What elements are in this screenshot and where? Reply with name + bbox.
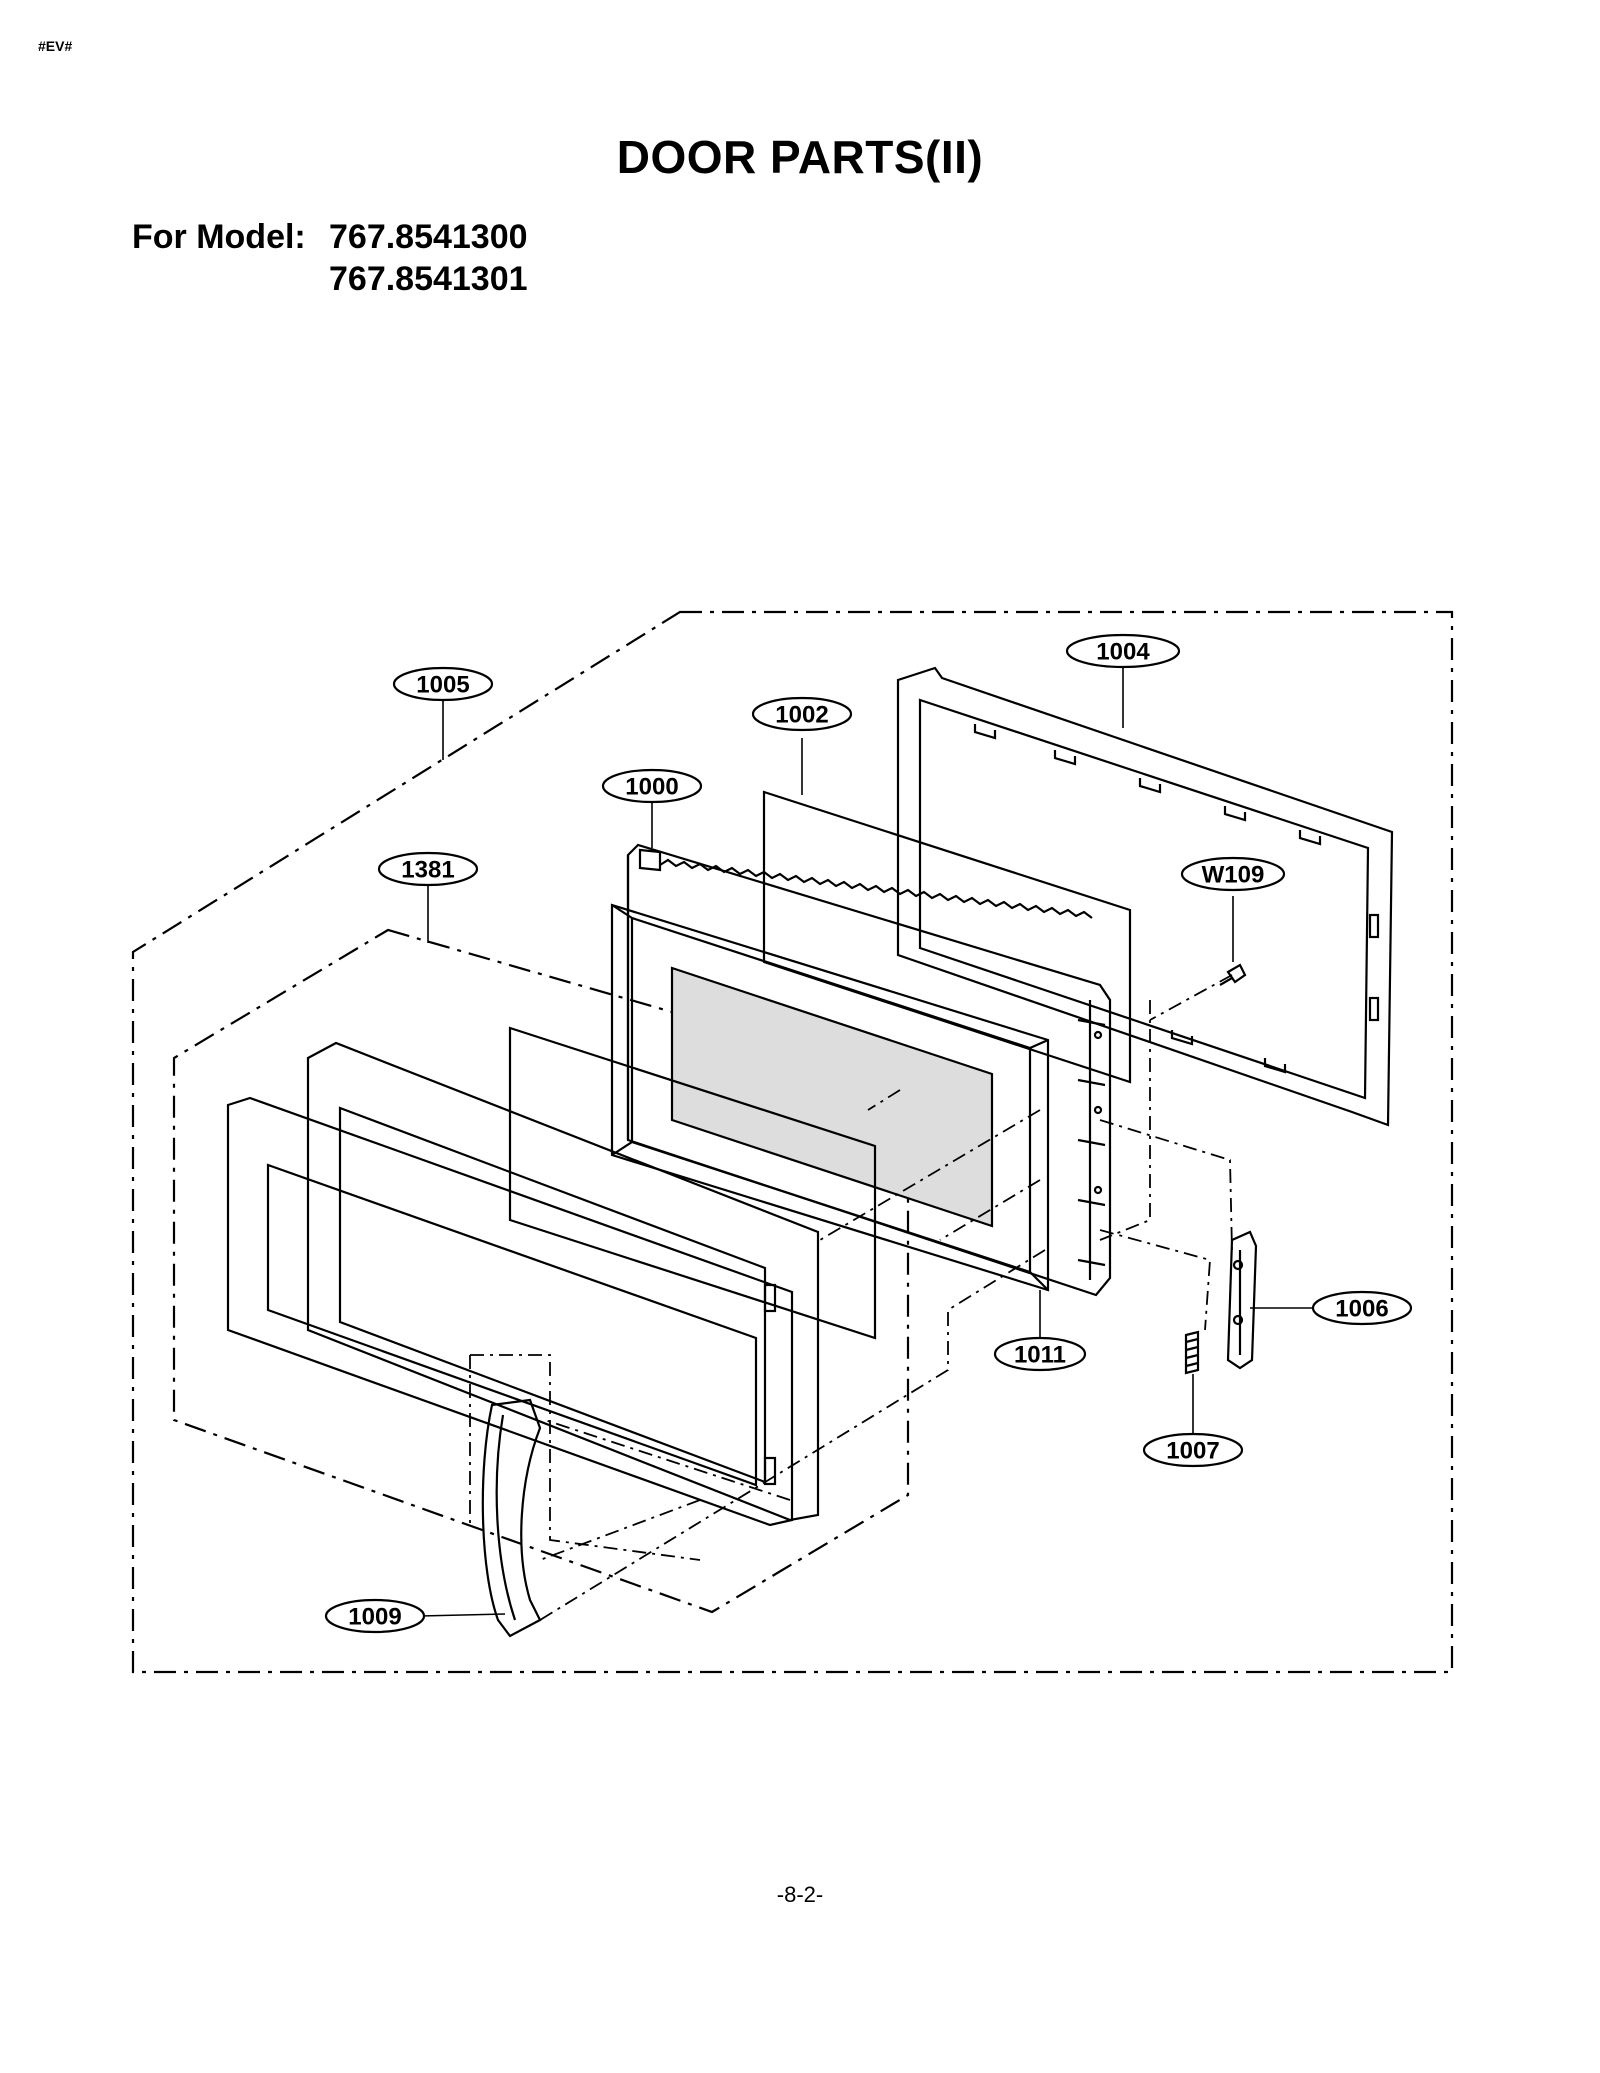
callout-1006-label: 1006 <box>1335 1296 1388 1323</box>
model-number-2: 767.8541301 <box>329 260 528 298</box>
callout-1004-oval <box>1065 633 1181 669</box>
part-glass-sheet <box>508 1026 877 1340</box>
part-rear-panel-1004 <box>896 666 1394 1127</box>
callout-1011-oval <box>993 1336 1087 1372</box>
page-title: DOOR PARTS(II) <box>616 131 984 183</box>
part-door-front-frame <box>226 1096 794 1527</box>
part-handle-1009 <box>481 1398 542 1638</box>
part-latch-1006 <box>1226 1230 1258 1370</box>
callout-ovals <box>324 633 1413 1634</box>
callout-1007-oval <box>1142 1432 1244 1468</box>
corner-tag: #EV# <box>38 38 73 54</box>
callout-1381-label: 1381 <box>401 857 454 884</box>
callout-w109-oval <box>1180 856 1286 892</box>
callout-w109-label: W109 <box>1202 862 1265 889</box>
part-screw-w109 <box>1219 963 1247 986</box>
subassembly-boundary-1381 <box>172 928 910 1614</box>
callout-1009-oval <box>324 1598 426 1634</box>
callout-1004-label: 1004 <box>1096 639 1150 666</box>
callout-1381-oval <box>377 851 479 887</box>
callout-1006-oval <box>1311 1290 1413 1326</box>
callout-1005-label: 1005 <box>416 672 469 699</box>
callout-1000-oval <box>601 768 703 804</box>
leader-lines <box>419 665 1314 1617</box>
callout-1000-label: 1000 <box>625 774 678 801</box>
part-spring-1007 <box>1184 1330 1200 1375</box>
model-label: For Model: <box>132 218 306 256</box>
page-number: -8-2- <box>776 1882 824 1907</box>
callout-1011-label: 1011 <box>1014 1342 1066 1369</box>
part-panel-1002 <box>762 790 1132 1084</box>
callout-1002-oval <box>751 696 853 732</box>
callout-1002-label: 1002 <box>775 702 828 729</box>
callout-1009-label: 1009 <box>348 1604 401 1631</box>
callout-1007-label: 1007 <box>1166 1438 1219 1465</box>
assembly-boundary-1005 <box>131 610 1454 1674</box>
callout-1005-oval <box>392 666 494 702</box>
model-number-1: 767.8541300 <box>329 218 528 256</box>
part-window-frame-1011 <box>610 903 1050 1292</box>
assembly-guide-lines <box>469 974 1233 1621</box>
part-door-frame-1000 <box>626 843 1112 1297</box>
